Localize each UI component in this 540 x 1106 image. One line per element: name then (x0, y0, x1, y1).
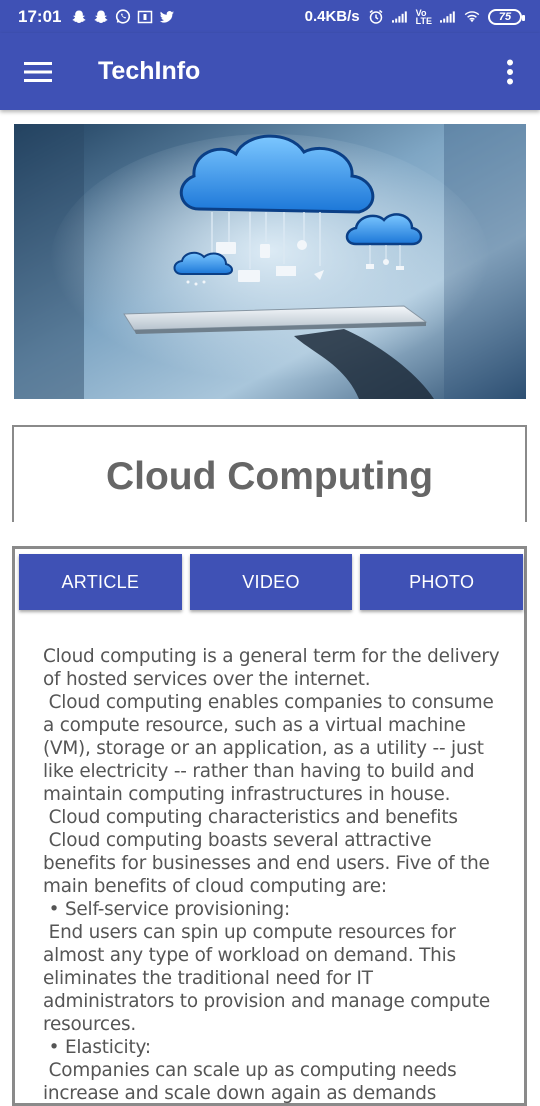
volte-icon: Vo LTE (415, 7, 432, 26)
whatsapp-icon (115, 9, 131, 25)
app-bar: TechInfo (0, 33, 540, 110)
twitter-icon (159, 9, 175, 25)
article-paragraph: • Elasticity: (43, 1037, 151, 1058)
wifi-icon (464, 9, 480, 25)
status-bar: 17:01 0.4KB/s Vo LTE (0, 0, 540, 33)
article-paragraph: End users can spin up compute resources … (43, 922, 496, 1035)
more-vert-icon (507, 59, 513, 84)
article-heading: Cloud Computing (105, 455, 434, 498)
tab-bar: ARTICLE VIDEO PHOTO (19, 554, 524, 610)
alarm-icon (368, 9, 384, 25)
signal-icon (391, 9, 408, 25)
article-paragraph: Cloud computing boasts several attractiv… (43, 830, 496, 897)
network-speed: 0.4KB/s (304, 8, 360, 25)
menu-button[interactable] (0, 33, 76, 110)
content-box: ARTICLE VIDEO PHOTO Cloud computing is a… (12, 546, 527, 1106)
article-paragraph: • Self-service provisioning: (43, 899, 291, 920)
title-card: Cloud Computing (12, 425, 527, 522)
status-right: 0.4KB/s Vo LTE 75 (304, 7, 525, 26)
article-body: Cloud computing is a general term for th… (43, 645, 503, 1105)
tab-photo[interactable]: PHOTO (360, 554, 524, 610)
status-left: 17:01 (18, 7, 175, 27)
mail-icon (137, 9, 153, 25)
article-paragraph: Cloud computing enables companies to con… (43, 692, 500, 805)
hero-image (14, 124, 526, 399)
overflow-menu-button[interactable] (480, 33, 540, 110)
hamburger-menu-icon (24, 61, 52, 82)
tab-video[interactable]: VIDEO (189, 554, 353, 610)
snapchat-icon (93, 9, 109, 25)
battery-icon: 75 (488, 8, 525, 25)
volte-label-bottom: LTE (415, 15, 432, 26)
snapchat-icon (71, 9, 87, 25)
signal-icon (440, 9, 456, 25)
battery-level: 75 (498, 10, 512, 23)
volte-label-top: Vo (415, 7, 427, 18)
tab-article[interactable]: ARTICLE (19, 554, 182, 610)
article-paragraph: Cloud computing is a general term for th… (43, 646, 506, 690)
app-title: TechInfo (98, 57, 201, 85)
article-paragraph: Companies can scale up as computing need… (43, 1060, 463, 1104)
status-time: 17:01 (18, 6, 62, 26)
article-paragraph: Cloud computing characteristics and bene… (43, 807, 458, 828)
